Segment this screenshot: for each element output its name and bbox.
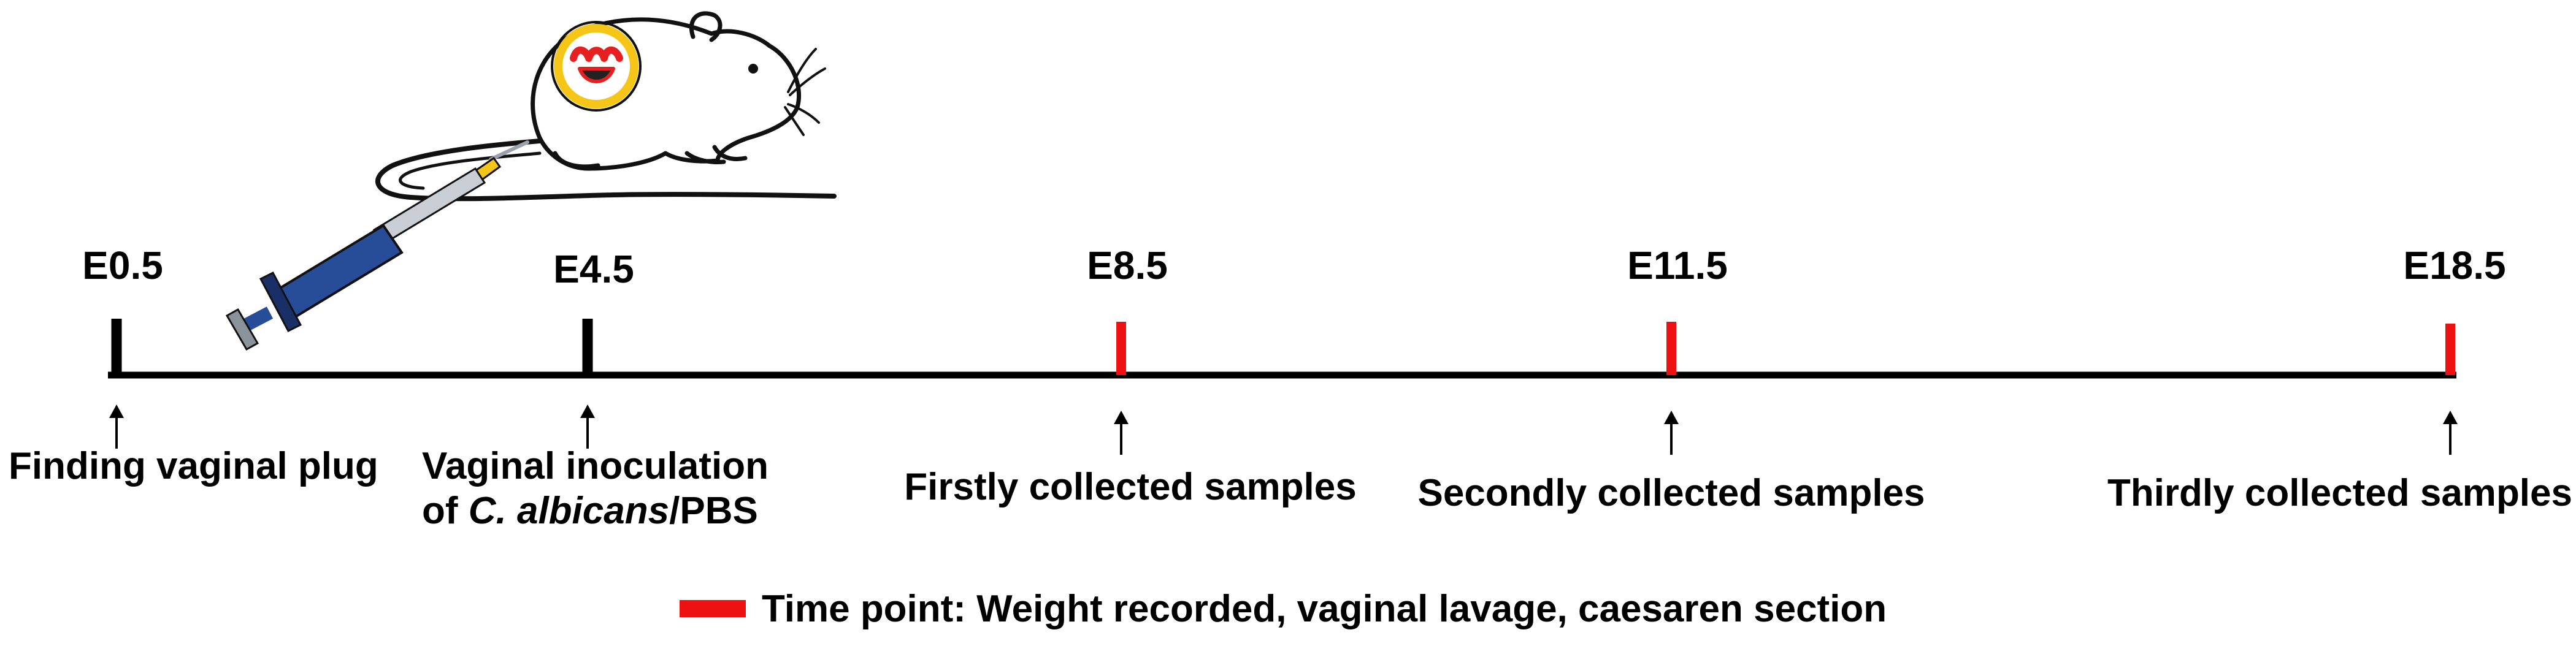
event-line: Vaginal inoculation [422,445,769,487]
timepoint-tick [2445,324,2455,375]
species-name: C. albicans [468,490,670,533]
timepoint-label-e8-5: E8.5 [1087,243,1168,287]
timepoint-tick [582,319,593,375]
syringe-illustration [225,140,529,351]
legend-text: Time point: Weight recorded, vaginal lav… [762,587,1887,630]
event-line: Finding vaginal plug [9,445,378,487]
event-line: Firstly collected samples [904,466,1357,508]
syringe-thumb-rest [225,308,259,351]
rat-tail-inner [399,151,542,190]
event-line-prefix: of [422,490,469,533]
timepoint-label-e0-5: E0.5 [82,243,163,287]
syringe-plunger [240,306,274,332]
event-label-secondly-collected: Secondly collected samples [1417,471,1925,515]
rat-ear [689,11,723,42]
timepoint-tick [1666,322,1676,375]
event-arrow-head [2443,411,2458,424]
event-arrow-head [580,405,595,418]
timepoint-tick [1116,322,1126,375]
syringe-barrel-tip [372,167,486,246]
rat-eye [748,64,758,74]
event-arrow-head [1114,411,1129,424]
timeline-axis-layer [108,319,2458,455]
rat-whiskers [784,48,826,136]
rat-hind-leg [553,151,600,169]
rat-illustration [375,11,837,202]
timepoint-label-e4-5: E4.5 [553,247,634,291]
event-line: Secondly collected samples [1417,472,1925,514]
legend-red-tick-swatch [680,600,746,617]
syringe-flange [259,272,302,332]
uterus-ring [554,24,638,108]
event-label-finding-vaginal-plug: Finding vaginal plug [9,444,378,488]
syringe-needle [489,140,529,161]
uterus-body [578,67,615,83]
event-line-suffix: /PBS [669,490,758,533]
rat-front-leg [684,145,748,164]
event-line: Thirdly collected samples [2107,472,2572,514]
event-arrow-head [109,405,124,418]
timepoint-label-e18-5: E18.5 [2403,243,2506,287]
uterus-ring-outline [551,21,642,112]
event-label-firstly-collected: Firstly collected samples [904,465,1356,509]
event-label-vaginal-inoculation: Vaginal inoculation of C. albicans/PBS [422,444,769,533]
uterus-horns [570,46,623,62]
timepoint-tick [111,319,122,375]
event-arrow-head [1664,411,1679,424]
legend: Time point: Weight recorded, vaginal lav… [680,587,1887,630]
event-label-thirdly-collected: Thirdly collected samples [2107,471,2572,515]
timepoint-label-e11-5: E11.5 [1627,243,1728,287]
event-line-2: of C. albicans/PBS [422,488,769,533]
